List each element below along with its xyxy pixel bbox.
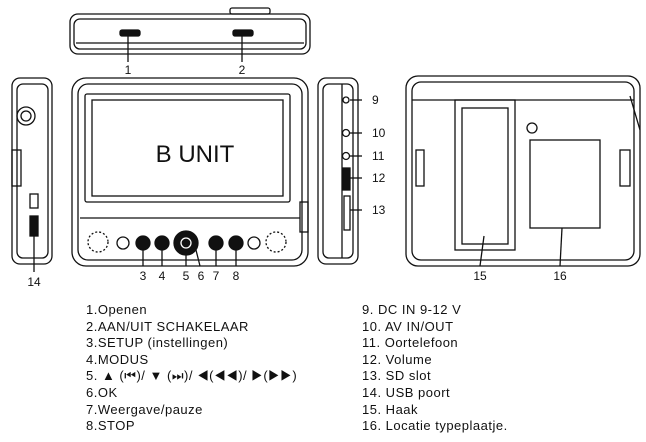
callout-8: 8	[233, 269, 240, 283]
front-view	[71, 77, 309, 267]
play-pause-button	[208, 235, 224, 251]
legend-item-7: 7.Weergave/pauze	[86, 401, 203, 417]
setup-button	[135, 235, 151, 251]
callout-10: 10	[372, 126, 386, 140]
legend-right: 9. DC IN 9-12 V 10. AV IN/OUT 11. Oortel…	[362, 302, 508, 435]
callout-13: 13	[372, 203, 386, 217]
top-view	[69, 7, 311, 62]
mode-button	[154, 235, 170, 251]
power-switch	[232, 29, 254, 37]
legend-item-6: 6.OK	[86, 384, 118, 400]
legend-item-9: 9. DC IN 9-12 V	[362, 302, 462, 317]
open-slider	[119, 29, 141, 37]
legend-item-2: 2.AAN/UIT SCHAKELAAR	[86, 318, 249, 334]
legend-item-3: 3.SETUP (instellingen)	[86, 335, 229, 351]
callout-9: 9	[372, 93, 379, 107]
sd-slot	[343, 195, 351, 231]
stop-button	[228, 235, 244, 251]
left-speaker	[87, 231, 109, 253]
back-view	[405, 75, 641, 267]
callout-16: 16	[553, 269, 567, 283]
screen	[84, 93, 291, 203]
dc-in-jack	[342, 96, 350, 104]
callout-12: 12	[372, 171, 386, 185]
legend-item-16: 16. Locatie typeplaatje.	[362, 418, 508, 434]
callout-4: 4	[159, 269, 166, 283]
device-diagram: B UNIT 1 2 3 4 5 6 7 8 9 10 11 12 13 14 …	[11, 7, 641, 289]
left-side-view	[11, 77, 53, 272]
callout-3: 3	[140, 269, 147, 283]
legend-item-15: 15. Haak	[362, 401, 419, 417]
callout-6: 6	[198, 269, 205, 283]
usb-port	[29, 215, 39, 237]
legend-item-1: 1.Openen	[86, 302, 148, 317]
callout-11: 11	[372, 149, 385, 163]
callout-7: 7	[213, 269, 220, 283]
legend-item-13: 13. SD slot	[362, 368, 432, 384]
callout-5: 5	[183, 269, 190, 283]
legend-item-11: 11. Oortelefoon	[362, 335, 459, 351]
type-plate-location	[529, 139, 601, 229]
legend-item-8: 8.STOP	[86, 418, 136, 434]
screen-label: B UNIT	[156, 141, 235, 168]
right-speaker	[265, 231, 287, 253]
legend-item-10: 10. AV IN/OUT	[362, 318, 454, 334]
callout-14: 14	[27, 275, 41, 289]
legend-item-12: 12. Volume	[362, 351, 433, 367]
callout-1: 1	[125, 63, 132, 77]
callout-2: 2	[239, 63, 246, 77]
right-side-view	[317, 77, 362, 265]
av-jack	[341, 128, 351, 138]
callout-15: 15	[473, 269, 487, 283]
legend-item-4: 4.MODUS	[86, 351, 149, 367]
nav-ok-button	[173, 230, 199, 256]
earphone-jack	[341, 151, 351, 161]
legend-item-5: 5. ▲ (⏮)/ ▼ (⏭)/ ◀(◀◀)/ ▶(▶▶)	[86, 368, 298, 384]
legend-left: 1.Openen 2.AAN/UIT SCHAKELAAR 3.SETUP (i…	[86, 302, 297, 435]
legend-item-14: 14. USB poort	[362, 384, 451, 400]
stand-hook	[454, 99, 516, 251]
volume-wheel	[342, 167, 351, 191]
